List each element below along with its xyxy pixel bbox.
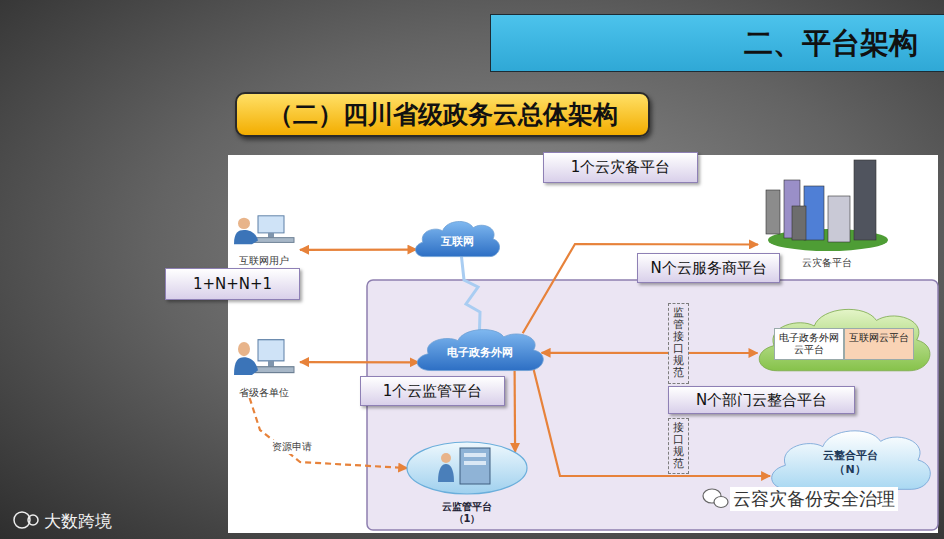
page-title: 二、平台架构 bbox=[490, 14, 944, 72]
text-block: 1个云监管平台 bbox=[383, 382, 483, 401]
text-block: 1+N+N+1 bbox=[193, 275, 272, 293]
text-block: （二）四川省级政务云总体架构 bbox=[268, 98, 618, 131]
callout-box: 1个云监管平台 bbox=[360, 376, 505, 406]
monitor-platform: 云监管平台（1） bbox=[402, 438, 532, 524]
unit-icon: 省级各单位 bbox=[228, 335, 300, 398]
connector bbox=[300, 248, 417, 250]
node-label: 互联网 bbox=[441, 235, 474, 249]
text-block: 互联网 bbox=[441, 229, 474, 249]
node-label: 云灾备平台 bbox=[802, 257, 852, 269]
node-label: 云整合平台 bbox=[823, 449, 878, 463]
callout-label: 1+N+N+1 bbox=[193, 275, 272, 293]
backup-center: 云灾备平台 bbox=[758, 156, 895, 268]
text-block: 云整合平台（N） bbox=[823, 443, 878, 477]
node-label: （二）四川省级政务云总体架构 bbox=[268, 98, 618, 131]
network-cloud: 互联网 bbox=[412, 215, 502, 263]
node-label: 电子政务外网 bbox=[447, 346, 513, 360]
wechat-icon bbox=[703, 489, 728, 508]
callout-label: 1个云灾备平台 bbox=[571, 158, 671, 177]
shape-graphic bbox=[228, 212, 300, 250]
shape-graphic bbox=[228, 335, 300, 382]
interface-note: 监管接口规范 bbox=[668, 303, 689, 384]
text-block: 省级各单位 bbox=[239, 387, 289, 399]
text-block: N个云服务商平台 bbox=[650, 259, 766, 278]
node-label: 互联网用户 bbox=[239, 255, 289, 267]
shape-graphic bbox=[758, 156, 895, 252]
text-block: 1个云灾备平台 bbox=[571, 158, 671, 177]
callout-label: N个云服务商平台 bbox=[650, 259, 766, 278]
interface-note: 接口规范 bbox=[668, 418, 689, 474]
text-block: 云监管平台（1） bbox=[442, 501, 492, 524]
watermark: 云容灾备份安全治理 bbox=[730, 487, 898, 511]
node-label: 云监管平台 bbox=[442, 501, 492, 513]
connector bbox=[250, 398, 408, 468]
platform-cloud: 电子政务外网云平台互联网云平台 bbox=[752, 298, 935, 382]
user-icon: 互联网用户 bbox=[228, 212, 300, 266]
network-cloud: 电子政务外网 bbox=[412, 322, 547, 378]
node-label: （N） bbox=[823, 463, 878, 477]
connector bbox=[542, 352, 758, 354]
callout-label: N个部门云整合平台 bbox=[696, 391, 827, 410]
logo-icon bbox=[14, 512, 38, 528]
callout-box: N个云服务商平台 bbox=[637, 253, 780, 283]
connector bbox=[300, 361, 419, 363]
diagram-panel bbox=[228, 155, 938, 533]
text-block: 电子政务外网 bbox=[447, 340, 513, 360]
watermark: 大数跨境 bbox=[44, 510, 112, 533]
callout-label: 1个云监管平台 bbox=[383, 382, 483, 401]
callout-box: N个部门云整合平台 bbox=[668, 386, 855, 414]
node-label: 电子政务外网云平台 bbox=[774, 328, 844, 360]
node-label: （1） bbox=[442, 513, 492, 525]
node-label: 互联网云平台 bbox=[844, 328, 914, 360]
section-heading: （二）四川省级政务云总体架构 bbox=[235, 92, 650, 137]
node-label: 省级各单位 bbox=[239, 387, 289, 399]
edge-label: 资源申请 bbox=[270, 440, 314, 454]
text-block: 互联网用户 bbox=[239, 255, 289, 267]
text-block: 电子政务外网云平台互联网云平台 bbox=[774, 320, 914, 360]
shape-graphic bbox=[402, 438, 532, 498]
text-block: N个部门云整合平台 bbox=[696, 391, 827, 410]
callout-box: 1个云灾备平台 bbox=[543, 152, 698, 183]
callout-box: 1+N+N+1 bbox=[165, 268, 300, 300]
connector bbox=[513, 371, 516, 452]
text-block: 云灾备平台 bbox=[802, 257, 852, 269]
link-bolt bbox=[462, 257, 481, 331]
